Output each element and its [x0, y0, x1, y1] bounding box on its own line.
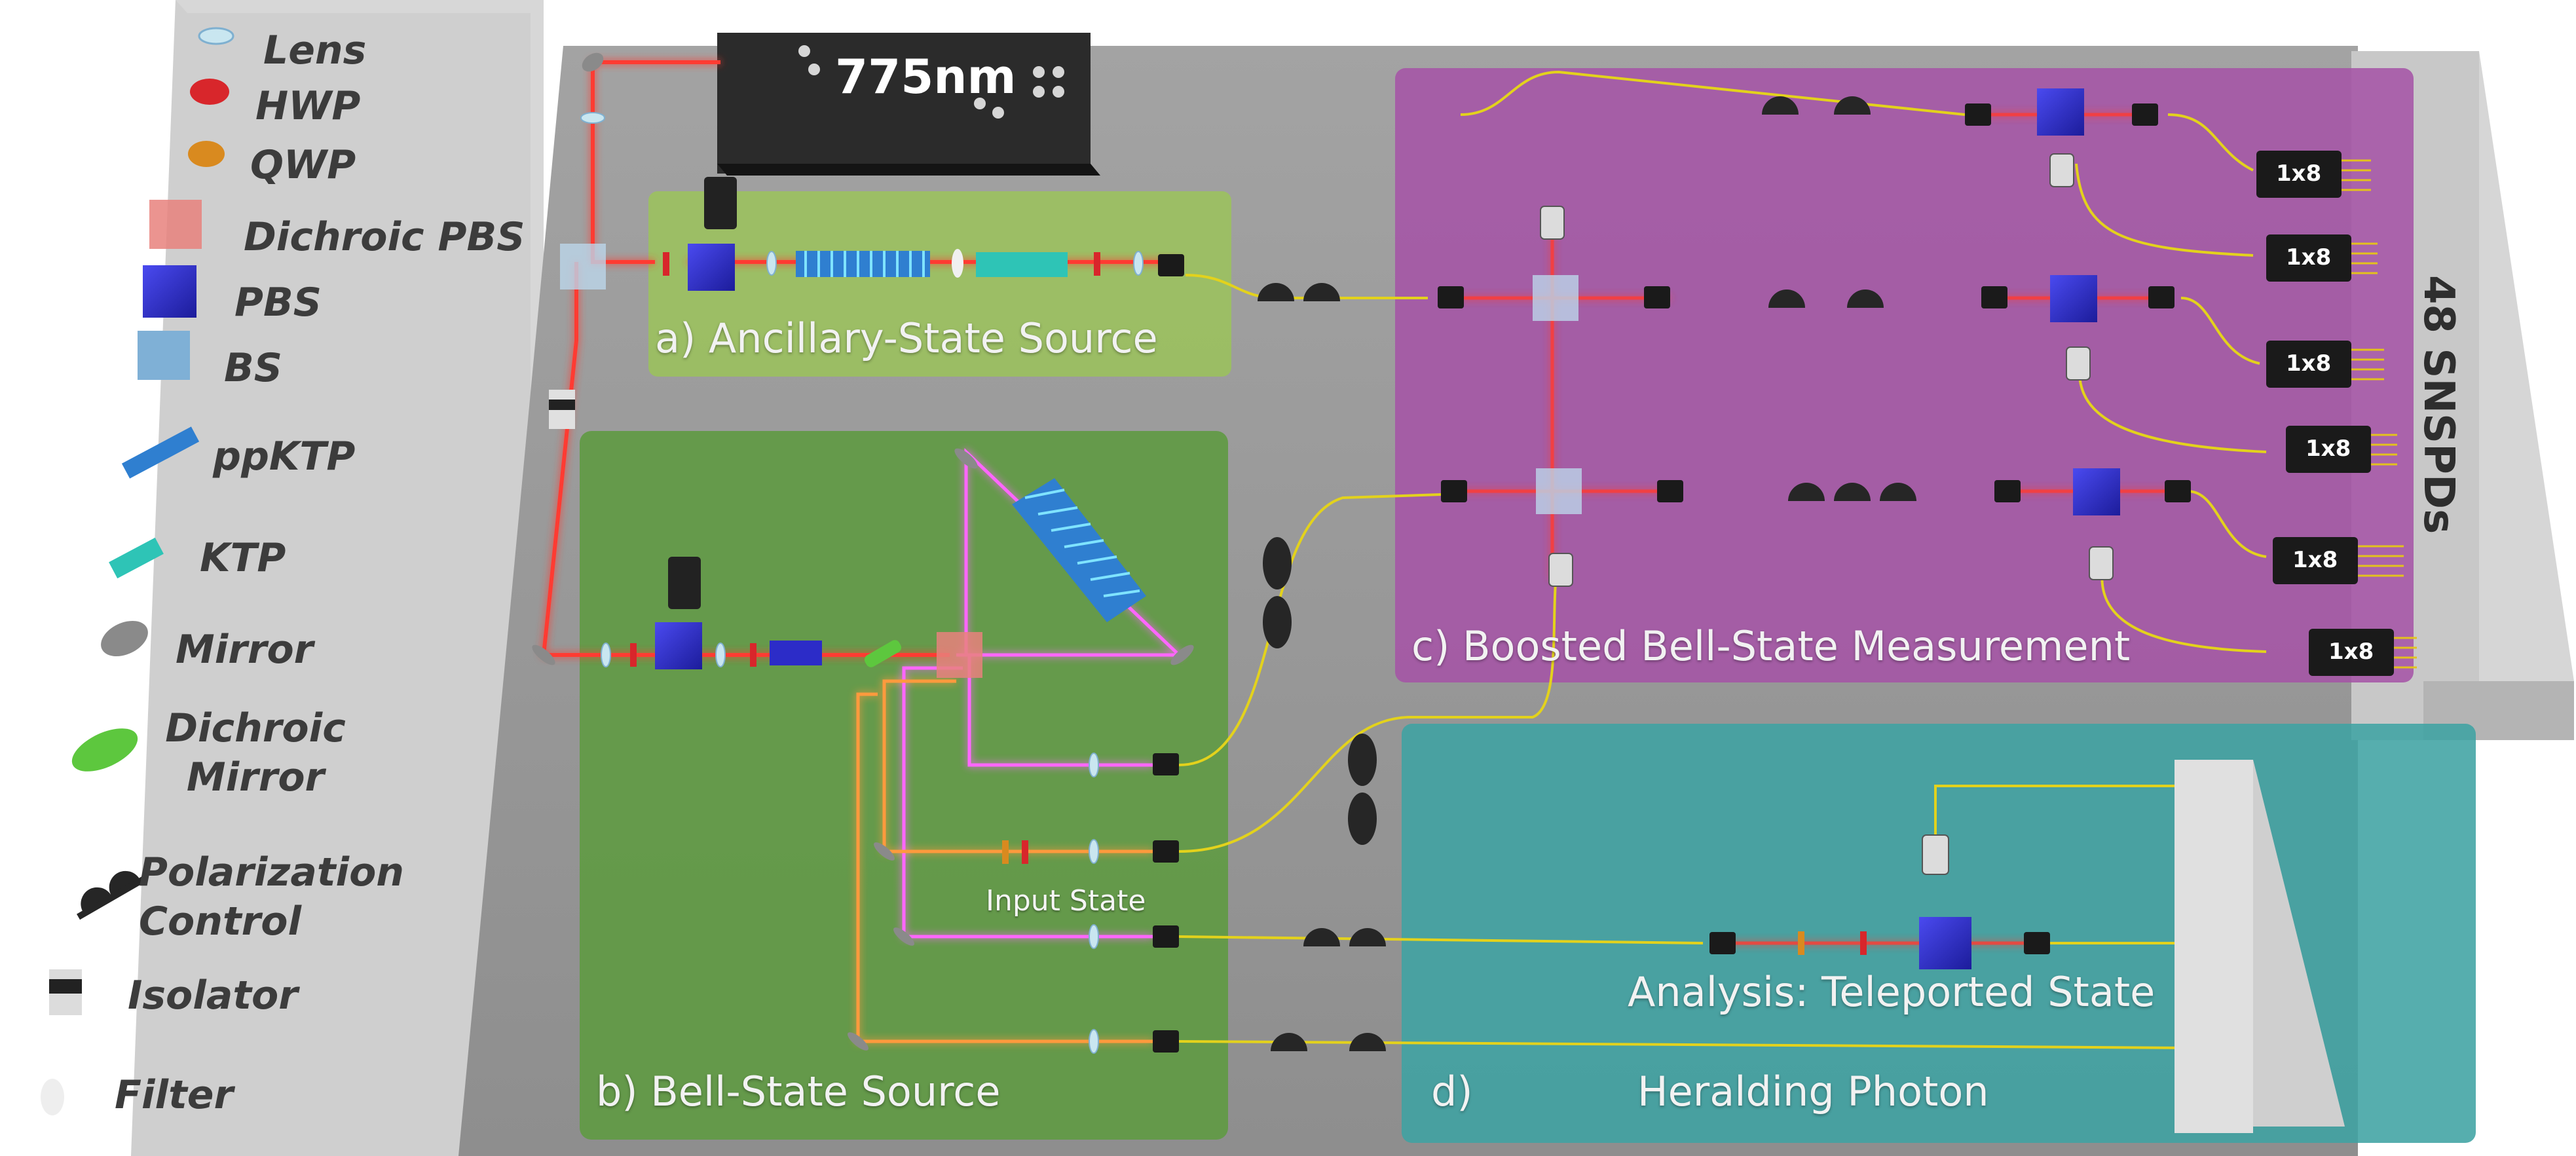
splitter-label: 1x8 — [2305, 436, 2351, 462]
region-bsm — [1395, 68, 2414, 682]
mirror-components — [532, 52, 1194, 1051]
legend-label-qwp: QWP — [250, 142, 356, 188]
legend-label-bs: BS — [224, 345, 282, 391]
splitter-output-pins — [2342, 159, 2417, 669]
ktp-crystal-ancilla — [976, 252, 1068, 277]
waveplates-hwp — [630, 252, 1867, 955]
lens-icon — [198, 27, 234, 45]
ppktp-icon — [121, 426, 200, 479]
qwp-icon — [188, 141, 225, 167]
polarization-control-icon — [77, 870, 148, 920]
filter-icon — [41, 1079, 64, 1115]
laser-775nm — [717, 33, 1100, 176]
legend-label-ppktp: ppKTP — [213, 434, 356, 479]
legend-icons — [41, 27, 234, 1115]
ktp-crystal-bell — [770, 641, 822, 665]
legend-label-pbs: PBS — [234, 280, 322, 326]
ktp-icon — [109, 537, 164, 579]
splitter-label: 1x8 — [2286, 350, 2332, 377]
region-label-ancilla: a) Ancillary-State Source — [655, 314, 1158, 362]
bs-cubes — [560, 244, 1582, 514]
splitter-label: 1x8 — [2276, 160, 2322, 187]
polarization-controllers — [1258, 96, 1916, 1051]
pbs-icon — [143, 265, 196, 318]
analysis-label: Analysis: Teleported State — [1628, 968, 2156, 1016]
splitter-label: 1x8 — [2286, 244, 2332, 270]
splitter-label: 1x8 — [2292, 547, 2338, 573]
dichroic-pbs-icon — [149, 200, 202, 249]
region-label-bell: b) Bell-State Source — [596, 1068, 1001, 1115]
dichroic-mirror-icon — [71, 728, 138, 772]
heralding-detector-block — [2175, 760, 2345, 1133]
legend-panel — [131, 0, 544, 1156]
region-label-heralding-prefix: d) — [1431, 1068, 1473, 1115]
snspd-title: 48 SNSPDs — [2414, 275, 2463, 534]
isolator-component — [549, 390, 575, 429]
fiber-couplers — [1153, 103, 2191, 1053]
mirror-icon — [101, 620, 148, 657]
dichroic-pbs-cube — [937, 632, 982, 678]
legend-label-ktp: KTP — [200, 535, 286, 581]
ppktp-crystal-ancilla — [796, 251, 930, 277]
isolator-icon — [49, 969, 82, 1015]
bs-icon — [138, 331, 190, 380]
legend-label-lens: Lens — [263, 28, 367, 73]
ppktp-crystal-bell — [1012, 478, 1146, 622]
dichroic-mirror — [864, 640, 902, 667]
legend-label-filter: Filter — [115, 1072, 234, 1118]
legend-label-hwp: HWP — [255, 83, 361, 129]
pump-laser-heads — [668, 177, 737, 609]
splitter-boxes — [2256, 151, 2394, 676]
region-ancilla — [648, 191, 1231, 377]
laser-label: 775nm — [835, 49, 1017, 104]
filter-element — [952, 249, 963, 278]
hwp-icon — [190, 79, 229, 105]
legend-label-polarization-control: Polarization Control — [139, 849, 404, 944]
legend-label-dichroic-pbs: Dichroic PBS — [244, 214, 525, 260]
waveplates-qwp — [1002, 840, 1804, 955]
splitter-label: 1x8 — [2328, 639, 2374, 665]
legend-label-mirror: Mirror — [176, 627, 314, 673]
lens-elements — [580, 112, 1144, 1054]
legend-label-isolator: Isolator — [128, 973, 298, 1018]
region-label-bsm: c) Boosted Bell-State Measurement — [1411, 622, 2131, 670]
vertical-couplers — [1540, 153, 2114, 875]
pbs-cubes — [655, 88, 2120, 969]
region-label-heralding: Heralding Photon — [1637, 1068, 1989, 1115]
fiber-paths — [1178, 70, 2267, 1049]
bell-beam-paths — [856, 448, 1184, 1043]
legend-label-dichroic-mirror: Dichroic Mirror — [165, 705, 346, 800]
input-state-label: Input State — [986, 884, 1146, 918]
